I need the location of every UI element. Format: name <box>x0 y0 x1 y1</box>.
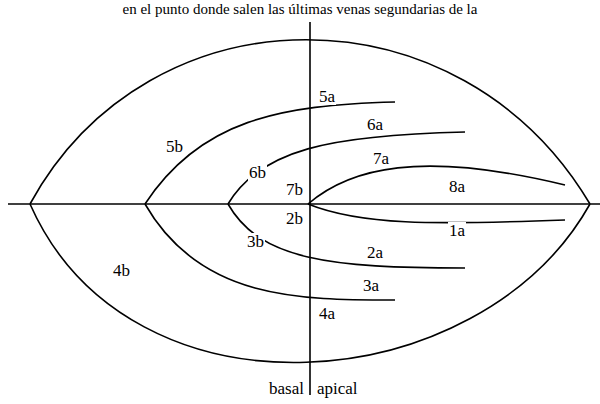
region-label: 5b <box>165 138 184 155</box>
axis-label: apical <box>316 380 359 397</box>
divider-line <box>309 22 311 395</box>
secondary-vein <box>228 204 465 268</box>
region-label: 3a <box>362 277 380 294</box>
region-label: 6b <box>248 164 267 181</box>
region-label: 5a <box>318 88 336 105</box>
caption-fragment: en el punto donde salen las últimas vena… <box>122 2 479 17</box>
secondary-vein <box>308 166 565 204</box>
region-label: 2a <box>366 244 384 261</box>
region-label: 1a <box>448 222 466 239</box>
leaf-margin <box>30 204 590 362</box>
midrib <box>8 203 600 205</box>
region-label: 4b <box>112 262 131 279</box>
secondary-vein <box>145 102 395 204</box>
region-label: 3b <box>246 233 265 250</box>
leaf-margin <box>30 40 590 204</box>
region-label: 7a <box>372 150 390 167</box>
axis-label: basal <box>268 380 305 397</box>
region-label: 6a <box>366 116 384 133</box>
region-label: 4a <box>318 305 336 322</box>
secondary-vein <box>308 204 565 223</box>
secondary-vein <box>228 132 465 204</box>
secondary-vein <box>145 204 395 300</box>
region-label: 7b <box>285 181 304 198</box>
region-label: 2b <box>285 210 304 227</box>
region-label: 8a <box>448 178 466 195</box>
